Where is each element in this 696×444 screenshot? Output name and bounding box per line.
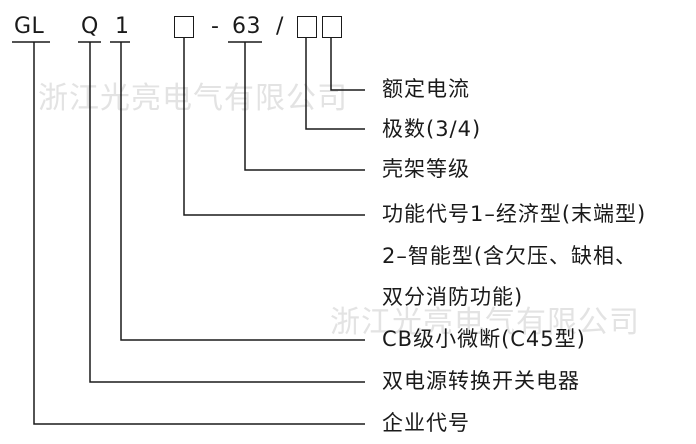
label-ats: 双电源转换开关电器: [382, 369, 580, 393]
code-cb: 1: [115, 14, 130, 39]
label-function-line2: 2–智能型(含欠压、缺相、: [382, 244, 638, 268]
code-slash: /: [276, 14, 284, 39]
code-current-box: [322, 16, 342, 38]
code-company: GL: [14, 14, 45, 39]
label-frame-class: 壳架等级: [382, 157, 470, 181]
code-dual-power: Q: [81, 14, 99, 39]
watermark-bottom: 浙江光亮电气有限公司: [330, 305, 640, 340]
label-company-code: 企业代号: [382, 411, 470, 435]
code-frame: 63: [232, 14, 261, 39]
label-cb-type: CB级小微断(C45型): [382, 327, 586, 351]
code-function-box: [174, 16, 194, 38]
code-dash: -: [211, 14, 220, 39]
label-function-line1: 功能代号1–经济型(末端型): [382, 202, 647, 226]
code-poles-box: [297, 16, 317, 38]
label-poles: 极数(3/4): [382, 117, 482, 141]
label-rated-current: 额定电流: [382, 77, 470, 101]
label-function-line3: 双分消防功能): [382, 285, 524, 309]
